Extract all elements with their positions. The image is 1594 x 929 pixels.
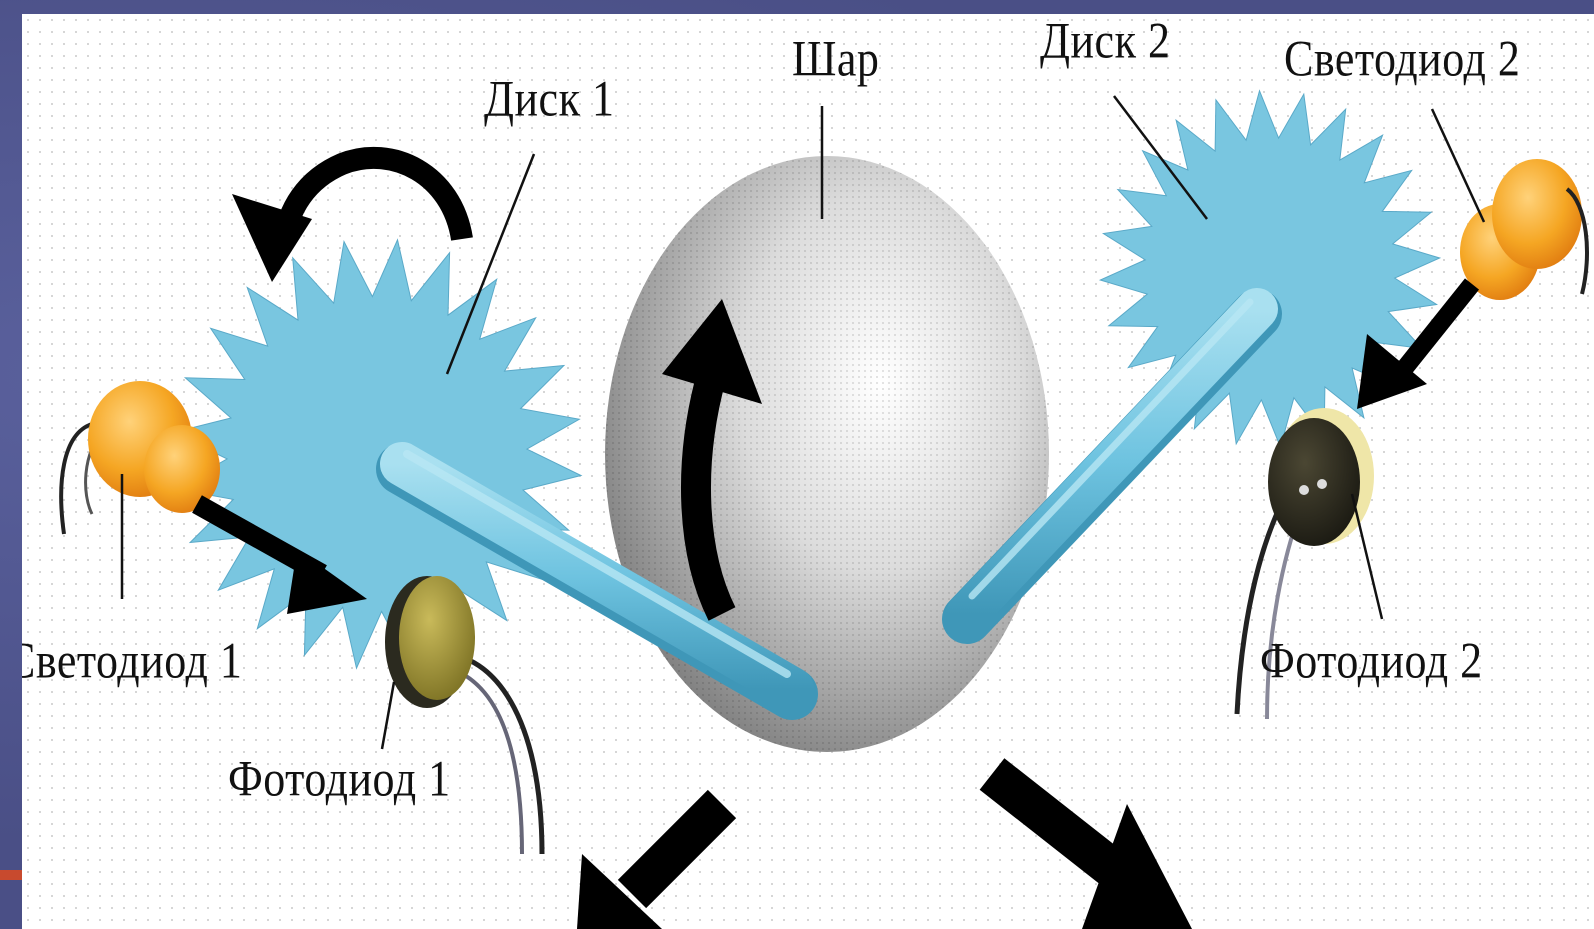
disk-1 <box>173 240 581 668</box>
photodiode-1 <box>385 576 542 854</box>
leader-pd1 <box>382 682 394 749</box>
label-ball: Шар <box>792 34 879 85</box>
label-led-1: Светодиод 1 <box>22 636 242 687</box>
ball <box>605 156 1049 752</box>
leader-pd2 <box>1352 494 1382 619</box>
label-photodiode-2: Фотодиод 2 <box>1260 636 1483 687</box>
label-disk-1: Диск 1 <box>484 74 614 125</box>
label-disk-2: Диск 2 <box>1040 16 1170 67</box>
label-led-2: Светодиод 2 <box>1284 34 1520 85</box>
leader-led2 <box>1432 109 1484 222</box>
motion-arrow-right-icon <box>992 774 1192 929</box>
motion-arrow-left-icon <box>577 804 722 929</box>
label-photodiode-1: Фотодиод 1 <box>228 754 451 805</box>
led-2 <box>1460 159 1587 300</box>
diagram-panel: Шар Диск 1 Диск 2 Светодиод 2 Светодиод … <box>22 14 1594 929</box>
